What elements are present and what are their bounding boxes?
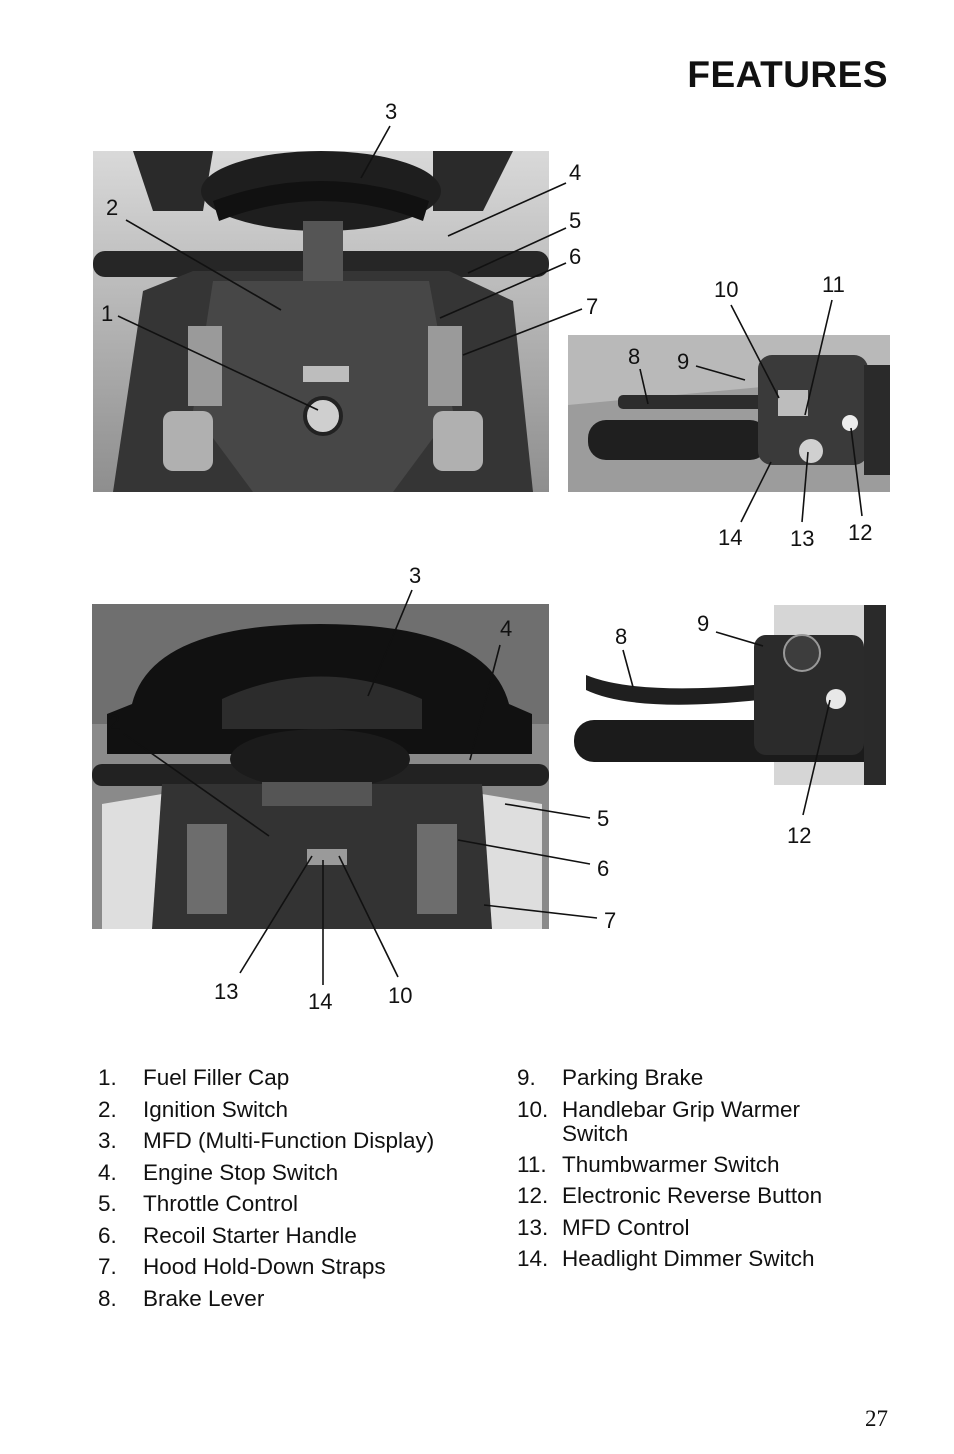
- legend-item: 11.Thumbwarmer Switch: [517, 1151, 780, 1177]
- callout-14: 14: [308, 989, 332, 1014]
- callout-12: 12: [787, 823, 811, 848]
- legend-item: 7.Hood Hold-Down Straps: [98, 1254, 386, 1279]
- legend-item: 9.Parking Brake: [517, 1065, 704, 1090]
- legend-item: 1.Fuel Filler Cap: [98, 1065, 290, 1090]
- callout-10: 10: [388, 983, 412, 1008]
- legend-item: 13.MFD Control: [517, 1214, 690, 1240]
- photo-bottom-right-brake-lever: [574, 605, 886, 785]
- legend-item: 8.Brake Lever: [98, 1285, 265, 1311]
- callout-11: 11: [822, 272, 845, 297]
- callout-10: 10: [714, 277, 738, 302]
- legend-right: 9.Parking Brake 10.Handlebar Grip Warmer…: [517, 1062, 867, 1275]
- page-number: 27: [865, 1406, 888, 1431]
- callout-5: 5: [569, 208, 581, 233]
- legend-item: 3.MFD (Multi-Function Display): [98, 1128, 435, 1153]
- legend-item: 2.Ignition Switch: [98, 1096, 289, 1122]
- callout-5: 5: [597, 806, 609, 831]
- callout-4: 4: [569, 160, 581, 185]
- callout-12: 12: [848, 520, 872, 545]
- callout-6: 6: [597, 856, 609, 881]
- legend-item: 4.Engine Stop Switch: [98, 1159, 339, 1185]
- callout-3: 3: [385, 99, 397, 124]
- legend-item: 14.Headlight Dimmer Switch: [517, 1246, 815, 1271]
- callout-3: 3: [409, 563, 421, 588]
- page-title: FEATURES: [687, 54, 888, 95]
- callout-6: 6: [569, 244, 581, 269]
- photo-top-left-cockpit: [93, 151, 549, 492]
- legend-item: 6.Recoil Starter Handle: [98, 1222, 357, 1248]
- callout-14: 14: [718, 525, 742, 550]
- legend-item: 10.Handlebar Grip Warmer Switch: [517, 1096, 800, 1146]
- callout-7: 7: [604, 908, 616, 933]
- photo-bottom-left-cockpit: [92, 604, 549, 929]
- legend-item: 12.Electronic Reverse Button: [517, 1183, 823, 1208]
- photo-top-right-left-handlebar: [568, 335, 890, 492]
- callout-13: 13: [790, 526, 814, 551]
- callout-7: 7: [586, 294, 598, 319]
- legend-item: 5.Throttle Control: [98, 1191, 299, 1216]
- legend-left: 1.Fuel Filler Cap 2.Ignition Switch 3.MF…: [98, 1062, 498, 1314]
- callout-13: 13: [214, 979, 238, 1004]
